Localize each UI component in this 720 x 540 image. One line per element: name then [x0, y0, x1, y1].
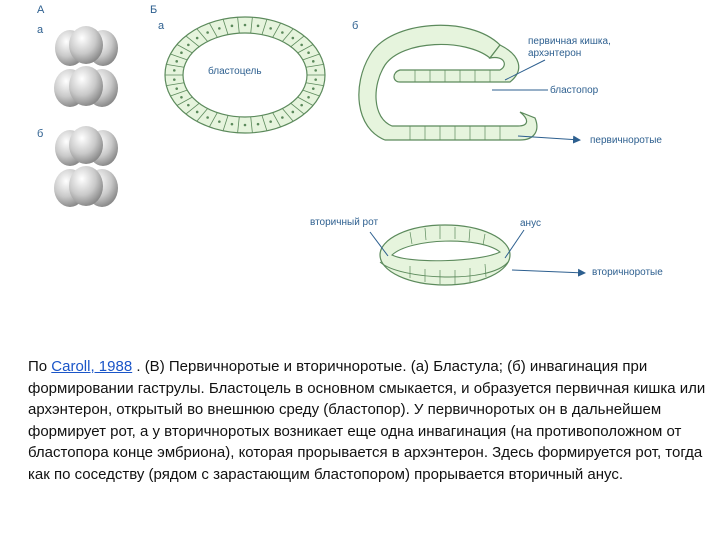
cell-wall — [282, 108, 294, 122]
cell-nucleus — [307, 95, 310, 99]
cell-wall — [166, 82, 185, 87]
protostome-arrow — [517, 135, 581, 144]
cell-nucleus — [281, 116, 284, 119]
cell-wall — [185, 35, 200, 48]
cell-nucleus — [300, 43, 303, 47]
cell-wall — [237, 17, 240, 34]
cell-nucleus — [173, 69, 176, 72]
cell-wall — [170, 89, 188, 97]
deuterostome-embryo — [379, 224, 511, 286]
cell-wall — [290, 102, 305, 115]
cell-wall — [196, 108, 208, 122]
cell-wall — [305, 63, 324, 68]
anus-label: анус — [520, 218, 541, 229]
blastocoel-label: бластоцель — [208, 66, 262, 77]
gastrula-protostome — [358, 24, 538, 141]
cell-nucleus — [256, 24, 260, 28]
cell-wall — [272, 112, 282, 128]
cell-wall — [185, 102, 200, 115]
cell-wall — [237, 116, 240, 133]
panel-a-label: А — [37, 4, 45, 16]
cell-nucleus — [173, 78, 176, 81]
cell-wall — [250, 116, 253, 133]
cell-nucleus — [175, 60, 179, 63]
panel-b-label: Б — [150, 4, 158, 16]
cell-wall — [305, 82, 324, 87]
cell-nucleus — [187, 103, 190, 107]
cell-wall — [302, 89, 320, 97]
caption-citation-link[interactable]: Caroll, 1988 — [51, 358, 133, 375]
cell-wall — [208, 112, 218, 128]
cell-nucleus — [206, 116, 209, 119]
cell-wall — [176, 44, 193, 54]
cell-wall — [302, 53, 320, 61]
panel-b-sub-a: а — [158, 20, 165, 32]
cell-wall — [222, 19, 229, 35]
cell-nucleus — [291, 36, 295, 40]
cell-nucleus — [300, 103, 303, 107]
deuterostome-arrow — [511, 268, 586, 277]
cell-nucleus — [291, 110, 295, 114]
cell-nucleus — [230, 122, 234, 126]
cell-nucleus — [230, 24, 234, 28]
cell-wall — [282, 28, 294, 42]
cell-wall — [297, 44, 314, 54]
secondary-mouth-leader — [369, 231, 389, 257]
caption-text: . (В) Первичноротые и вторичноротые. (а)… — [28, 358, 706, 483]
cell-wall — [290, 35, 305, 48]
cell-nucleus — [269, 27, 272, 30]
cell-wall — [196, 28, 208, 42]
cell-wall — [222, 115, 229, 131]
embryo-diagram — [54, 16, 586, 286]
caption-prefix: По — [28, 358, 52, 375]
panel-a-sub-b: б — [37, 128, 44, 140]
cell-wall — [208, 22, 218, 38]
cell-nucleus — [256, 122, 260, 126]
cell-nucleus — [180, 51, 183, 55]
cell-nucleus — [187, 43, 190, 47]
cell-nucleus — [195, 36, 199, 40]
archenteron-leader — [504, 59, 546, 81]
cell-nucleus — [175, 87, 179, 90]
cell-nucleus — [206, 31, 209, 34]
cell-nucleus — [311, 87, 315, 90]
anus-leader — [504, 229, 525, 259]
cell-nucleus — [307, 51, 310, 55]
cell-nucleus — [314, 69, 317, 72]
cell-wall — [166, 63, 185, 68]
cleavage-cluster-radial — [54, 126, 118, 207]
panel-b-sub-b: б — [352, 20, 359, 32]
deuterostomes-label: вторичноротые — [592, 267, 663, 278]
blastula-ring — [164, 16, 326, 134]
protostomes-label: первичноротые — [590, 135, 662, 146]
cell-nucleus — [314, 78, 317, 81]
cell-wall — [261, 19, 268, 35]
cell-nucleus — [243, 123, 247, 127]
cell-wall — [250, 17, 253, 34]
cell-wall — [272, 22, 282, 38]
cleavage-cluster-spiral — [54, 26, 118, 107]
cell-wall — [297, 96, 314, 106]
cell-nucleus — [281, 31, 284, 34]
blastopore-label: бластопор — [550, 85, 599, 96]
secondary-mouth-label: вторичный рот — [310, 217, 379, 228]
archenteron-label: первичная кишка, архэнтерон — [528, 36, 611, 59]
leader-lines — [369, 59, 586, 277]
figure-caption: По Caroll, 1988 . (В) Первичноротые и вт… — [28, 356, 712, 485]
cell-nucleus — [195, 110, 199, 114]
cell-wall — [176, 96, 193, 106]
cell-nucleus — [311, 60, 315, 63]
panel-a-sub-a: а — [37, 24, 44, 36]
cell-wall — [170, 53, 188, 61]
cell-nucleus — [243, 23, 247, 27]
cell-wall — [261, 115, 268, 131]
cell-nucleus — [218, 120, 221, 123]
cell-nucleus — [218, 27, 221, 30]
cell-nucleus — [269, 120, 272, 123]
cell-nucleus — [180, 95, 183, 99]
